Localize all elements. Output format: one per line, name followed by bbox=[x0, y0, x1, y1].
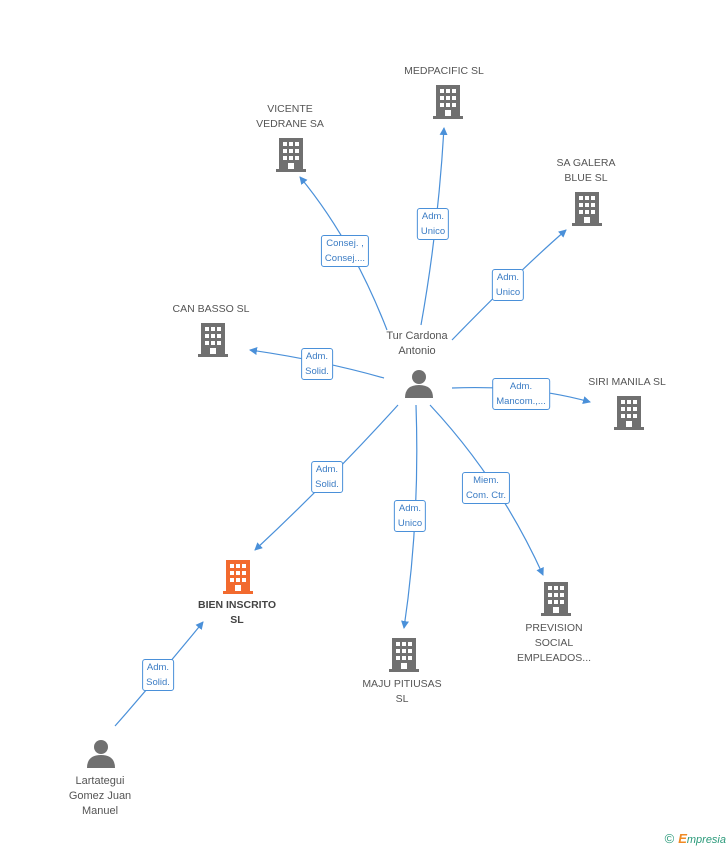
edge-label-line1: Adm. bbox=[398, 503, 422, 514]
edge-label-line1: Adm. bbox=[146, 662, 170, 673]
edge-label-line1: Miem. bbox=[473, 475, 499, 486]
edge-label-vicente[interactable]: Consej. , Consej.... bbox=[320, 235, 370, 267]
edge-label-line1: Adm. bbox=[421, 211, 445, 222]
node-label-sagalera[interactable]: SA GALERA BLUE SL bbox=[556, 157, 616, 184]
brand-logo-letter: E bbox=[678, 831, 687, 846]
edge-label-line2: Unico bbox=[420, 226, 446, 237]
edge-label-line2: Consej.... bbox=[324, 253, 366, 264]
edge-label-lartategui[interactable]: Adm. Solid. bbox=[142, 659, 174, 691]
edge-label-line1: Adm. bbox=[305, 351, 329, 362]
edge-label-line2: Solid. bbox=[315, 479, 339, 490]
edge-label-prevision[interactable]: Miem. Com. Ctr. bbox=[461, 472, 511, 504]
edge-label-line1: Adm. bbox=[315, 464, 339, 475]
edge-label-line2: Unico bbox=[495, 287, 521, 298]
node-label-canbasso[interactable]: CAN BASSO SL bbox=[172, 303, 250, 315]
building-icon[interactable] bbox=[541, 582, 571, 616]
copyright-icon: © bbox=[664, 831, 675, 846]
node-label-center[interactable]: Tur Cardona Antonio bbox=[386, 330, 448, 357]
brand-footer[interactable]: ©Empresia bbox=[665, 831, 726, 846]
edge-label-bien[interactable]: Adm. Solid. bbox=[311, 461, 343, 493]
node-label-vicente[interactable]: VICENTE VEDRANE SA bbox=[256, 103, 324, 130]
building-icon[interactable] bbox=[198, 323, 228, 357]
node-label-bien[interactable]: BIEN INSCRITO SL bbox=[198, 599, 276, 626]
building-icon[interactable] bbox=[433, 85, 463, 119]
edge-label-line2: Mancom.,... bbox=[496, 396, 546, 407]
node-label-maju[interactable]: MAJU PITIUSAS SL bbox=[362, 678, 442, 705]
node-label-lartategui[interactable]: Lartategui Gomez Juan Manuel bbox=[68, 775, 132, 817]
edge-label-line2: Com. Ctr. bbox=[465, 490, 507, 501]
node-label-sirimanila[interactable]: SIRI MANILA SL bbox=[588, 376, 666, 388]
edge-label-sirimanila[interactable]: Adm. Mancom.,... bbox=[492, 378, 550, 410]
node-label-prevision[interactable]: PREVISION SOCIAL EMPLEADOS... bbox=[516, 622, 592, 664]
node-label-medpacific[interactable]: MEDPACIFIC SL bbox=[404, 65, 484, 77]
person-icon[interactable] bbox=[404, 369, 434, 399]
brand-name: mpresia bbox=[686, 834, 726, 846]
edge-label-canbasso[interactable]: Adm. Solid. bbox=[301, 348, 333, 380]
building-icon-focus[interactable] bbox=[223, 560, 253, 594]
building-icon[interactable] bbox=[614, 396, 644, 430]
person-icon[interactable] bbox=[86, 739, 116, 769]
edge-label-sagalera[interactable]: Adm. Unico bbox=[491, 269, 525, 301]
building-icon[interactable] bbox=[389, 638, 419, 672]
edge-label-line1: Consej. , bbox=[326, 238, 364, 249]
edge-label-line1: Adm. bbox=[509, 381, 533, 392]
building-icon[interactable] bbox=[572, 192, 602, 226]
edge-label-line2: Solid. bbox=[146, 677, 170, 688]
edge-label-line2: Solid. bbox=[305, 366, 329, 377]
building-icon[interactable] bbox=[276, 138, 306, 172]
edge-label-line2: Unico bbox=[397, 518, 423, 529]
edge-label-medpacific[interactable]: Adm. Unico bbox=[416, 208, 450, 240]
edge-label-line1: Adm. bbox=[496, 272, 520, 283]
edge-label-maju[interactable]: Adm. Unico bbox=[393, 500, 427, 532]
